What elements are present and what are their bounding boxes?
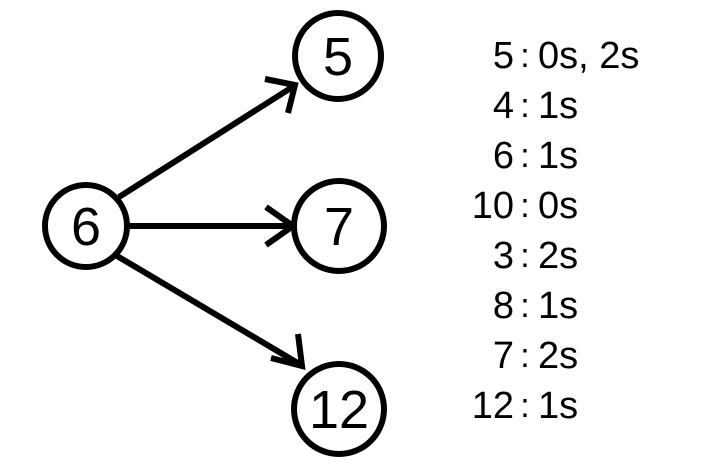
edge-6-to-7 bbox=[128, 204, 299, 248]
legend-row-separator: : bbox=[520, 87, 530, 125]
legend-row: 12 : 1s bbox=[452, 381, 728, 431]
legend-row: 8 : 1s bbox=[452, 281, 728, 331]
edge-6-to-5 bbox=[117, 76, 299, 200]
legend-row-key: 6 bbox=[492, 135, 514, 177]
legend-row-value: 1s bbox=[538, 385, 579, 427]
graph-node-12-label: 12 bbox=[309, 380, 369, 440]
legend-row: 6 : 1s bbox=[452, 131, 728, 181]
edge-6-to-12-arrowhead-icon bbox=[270, 333, 306, 371]
graph-node-5-circle[interactable] bbox=[292, 10, 384, 102]
legend-row-key: 5 bbox=[492, 35, 514, 77]
legend-row: 4 : 1s bbox=[452, 81, 728, 131]
graph-canvas: 6 5 7 12 bbox=[42, 10, 387, 457]
legend-row-key: 12 bbox=[471, 385, 514, 427]
legend-row-key: 8 bbox=[492, 285, 514, 327]
legend-row-key: 7 bbox=[492, 335, 514, 377]
legend-row-separator: : bbox=[520, 287, 530, 325]
graph-node-7-circle[interactable] bbox=[291, 178, 387, 274]
legend-row-separator: : bbox=[520, 187, 530, 225]
graph-node-6-label: 6 bbox=[71, 197, 101, 257]
legend-row: 3 : 2s bbox=[452, 231, 728, 281]
graph-node-12[interactable]: 12 bbox=[291, 361, 387, 457]
graph-node-7[interactable]: 7 bbox=[291, 178, 387, 274]
legend-row-separator: : bbox=[520, 237, 530, 275]
legend-row-value: 0s bbox=[538, 185, 579, 227]
graph-node-7-label: 7 bbox=[324, 197, 354, 257]
legend-row-value: 2s bbox=[538, 235, 579, 277]
graph-node-5-label: 5 bbox=[323, 27, 353, 87]
legend-row-value: 1s bbox=[538, 85, 579, 127]
legend-row: 10 : 0s bbox=[452, 181, 728, 231]
legend-row-value: 1s bbox=[538, 135, 579, 177]
edge-6-to-5-line bbox=[117, 83, 296, 200]
legend-row-value: 0s, 2s bbox=[538, 35, 640, 77]
legend-list: 5 : 0s, 2s 4 : 1s 6 : 1s 10 : 0s 3 : 2s … bbox=[452, 0, 728, 464]
legend-row-separator: : bbox=[520, 387, 530, 425]
legend-row-value: 2s bbox=[538, 335, 579, 377]
graph-node-6-circle[interactable] bbox=[42, 182, 130, 270]
legend-row-separator: : bbox=[520, 37, 530, 75]
legend-row-key: 3 bbox=[492, 235, 514, 277]
legend-row: 7 : 2s bbox=[452, 331, 728, 381]
edge-6-to-12-line bbox=[115, 253, 303, 368]
graph-node-12-circle[interactable] bbox=[291, 361, 387, 457]
edge-6-to-5-arrowhead-icon bbox=[264, 76, 299, 114]
legend-row-key: 10 bbox=[471, 185, 514, 227]
legend-row-key: 4 bbox=[492, 85, 514, 127]
legend-row-separator: : bbox=[520, 137, 530, 175]
legend-row: 5 : 0s, 2s bbox=[452, 31, 728, 81]
graph-panel: 6 5 7 12 bbox=[42, 10, 387, 457]
graph-node-5[interactable]: 5 bbox=[292, 10, 384, 102]
graph-node-6[interactable]: 6 bbox=[42, 182, 130, 270]
legend-row-separator: : bbox=[520, 337, 530, 375]
edge-6-to-12 bbox=[115, 253, 306, 371]
legend-row-value: 1s bbox=[538, 285, 579, 327]
